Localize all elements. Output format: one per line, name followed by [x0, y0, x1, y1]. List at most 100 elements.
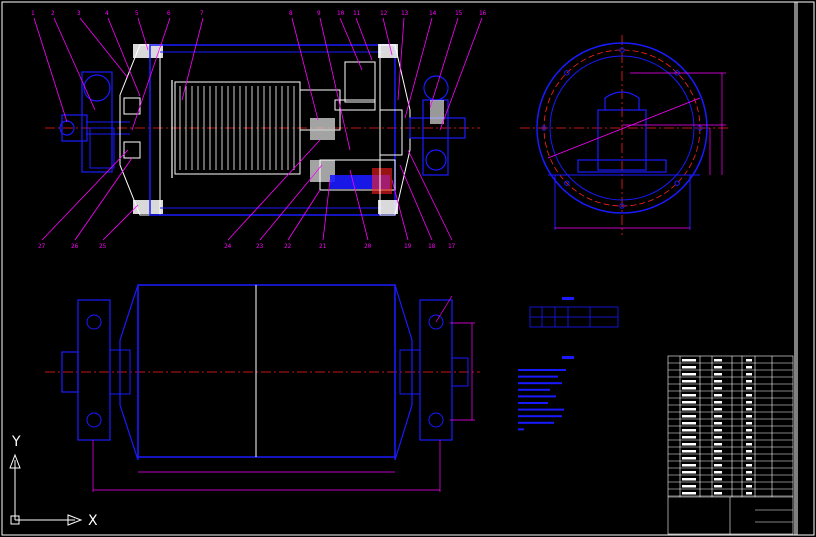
bom-cell — [682, 366, 696, 369]
note-text-line — [518, 402, 548, 404]
bom-cell — [682, 401, 696, 404]
callout-label: 12 — [380, 10, 388, 17]
callout-label: 1 — [31, 10, 35, 17]
bom-cell — [746, 450, 752, 453]
callout-label: 17 — [448, 243, 456, 250]
axis-label-x: X — [88, 513, 98, 529]
bom-cell — [714, 401, 722, 404]
callout-label: 6 — [167, 10, 171, 17]
bom-cell — [714, 380, 722, 383]
callout-label: 10 — [337, 10, 345, 17]
bom-cell — [746, 485, 752, 488]
bom-cell — [746, 366, 752, 369]
title-block — [667, 355, 794, 535]
ucs-axis-icon — [9, 453, 83, 526]
top-view — [45, 284, 480, 492]
side-view — [520, 35, 730, 235]
bom-cell — [746, 457, 752, 460]
callout-label: 9 — [317, 10, 321, 17]
bom-cell — [746, 478, 752, 481]
bom-cell — [714, 436, 722, 439]
note-text-line — [518, 421, 554, 424]
bom-cell — [714, 429, 722, 432]
bom-cell — [714, 415, 722, 418]
bom-cell — [714, 394, 722, 397]
bom-cell — [746, 401, 752, 404]
callout-label: 7 — [200, 10, 204, 17]
bom-cell — [682, 464, 696, 467]
bom-cell — [714, 422, 722, 425]
parameter-table — [529, 297, 619, 328]
note-text-line — [518, 415, 562, 418]
bom-cell — [682, 408, 696, 411]
note-text-line — [518, 428, 524, 431]
note-text-line — [518, 375, 558, 378]
bom-cell — [682, 359, 696, 362]
bom-cell — [746, 373, 752, 376]
callout-label: 25 — [99, 243, 107, 250]
bom-cell — [682, 380, 696, 383]
bom-cell — [714, 359, 722, 362]
bom-cell — [746, 422, 752, 425]
bom-cell — [714, 485, 722, 488]
callout-label: 18 — [428, 243, 436, 250]
bom-cell — [682, 415, 696, 418]
bom-cell — [682, 373, 696, 376]
bom-cell — [682, 436, 696, 439]
bom-cell — [714, 464, 722, 467]
bom-cell — [682, 422, 696, 425]
callout-label: 23 — [256, 243, 264, 250]
bom-cell — [714, 450, 722, 453]
bom-cell — [682, 492, 696, 495]
bom-cell — [746, 436, 752, 439]
bom-cell — [746, 464, 752, 467]
callout-label: 8 — [289, 10, 293, 17]
front-section-view — [33, 17, 483, 241]
callout-label: 16 — [479, 10, 487, 17]
callout-label: 24 — [224, 243, 232, 250]
bom-cell — [746, 394, 752, 397]
bom-cell — [746, 471, 752, 474]
callout-label: 19 — [404, 243, 412, 250]
bom-entries — [682, 359, 752, 495]
bom-cell — [682, 443, 696, 446]
callout-label: 27 — [38, 243, 46, 250]
bom-cell — [746, 429, 752, 432]
callout-label: 14 — [429, 10, 437, 17]
note-text-line — [518, 395, 556, 398]
bom-cell — [682, 429, 696, 432]
callout-label: 4 — [105, 10, 109, 17]
callout-label: 26 — [71, 243, 79, 250]
callout-label: 22 — [284, 243, 292, 250]
bom-cell — [746, 359, 752, 362]
axis-label-y: Y — [11, 434, 21, 450]
bom-cell — [682, 387, 696, 390]
note-text-line — [518, 408, 564, 411]
bom-cell — [682, 457, 696, 460]
bom-cell — [682, 450, 696, 453]
callout-label: 15 — [455, 10, 463, 17]
bom-cell — [714, 366, 722, 369]
bom-cell — [746, 415, 752, 418]
bom-cell — [714, 373, 722, 376]
callout-label: 21 — [319, 243, 327, 250]
callout-label: 3 — [77, 10, 81, 17]
note-text-line — [518, 369, 566, 371]
bom-cell — [714, 387, 722, 390]
bom-cell — [682, 471, 696, 474]
callout-label: 20 — [364, 243, 372, 250]
callout-label: 5 — [135, 10, 139, 17]
bom-cell — [682, 478, 696, 481]
bom-cell — [714, 492, 722, 495]
callout-label: 11 — [353, 10, 361, 17]
bom-cell — [746, 387, 752, 390]
bom-cell — [714, 471, 722, 474]
note-text-line — [518, 382, 562, 385]
technical-notes — [518, 356, 574, 431]
bom-cell — [746, 443, 752, 446]
bom-cell — [746, 492, 752, 495]
callout-label: 2 — [51, 10, 55, 17]
bom-cell — [682, 485, 696, 488]
